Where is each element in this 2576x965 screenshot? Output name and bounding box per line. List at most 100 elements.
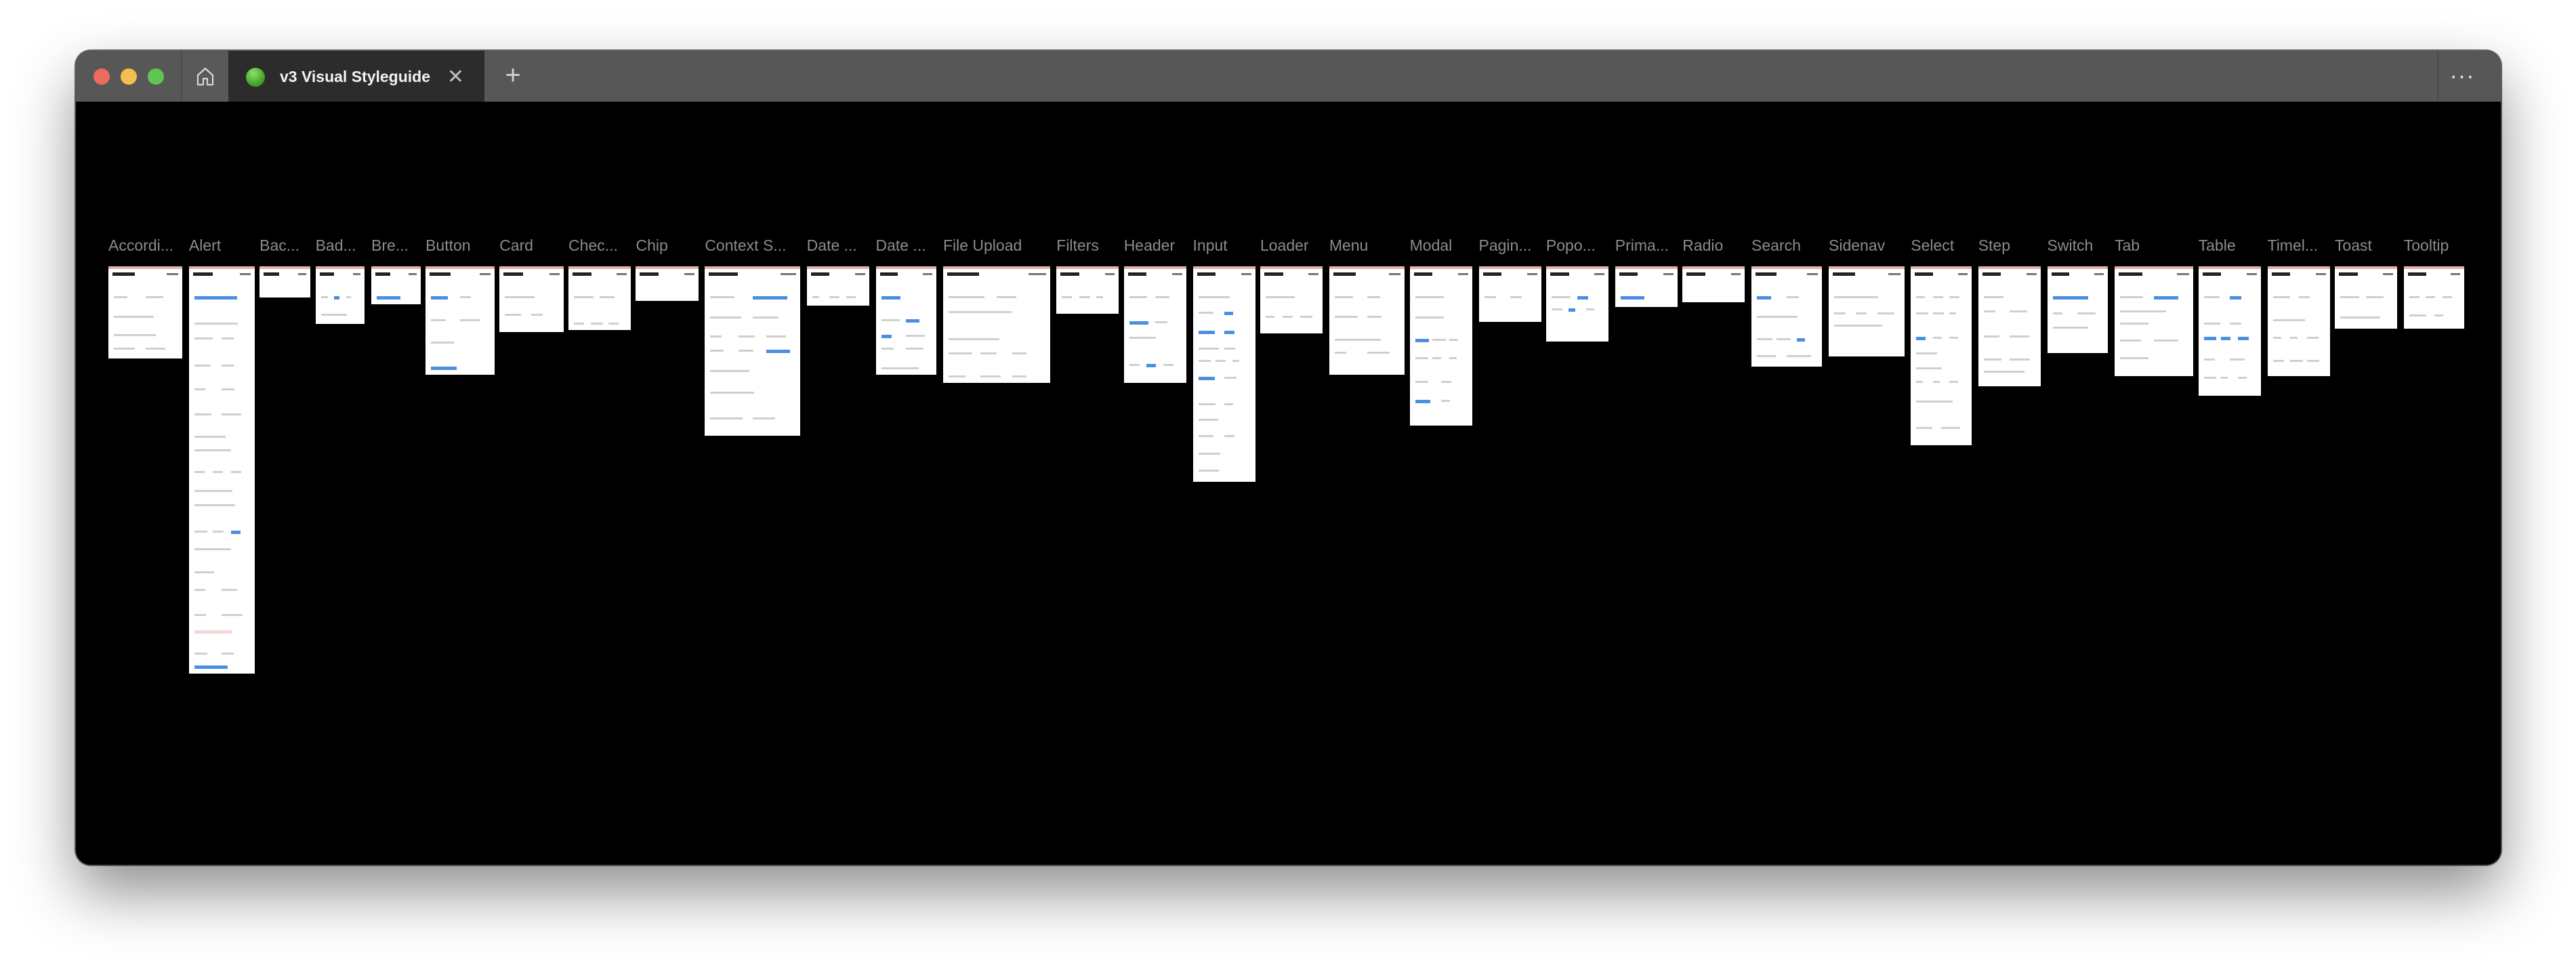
frame-label-radio[interactable]: Radio	[1682, 236, 1724, 254]
frame-label-sidenav[interactable]: Sidenav	[1829, 236, 1886, 254]
component-frame-header[interactable]	[1123, 266, 1186, 384]
component-frame-select[interactable]	[1911, 266, 1972, 446]
component-frame-chec[interactable]	[568, 266, 631, 331]
component-frame-context-s[interactable]	[705, 266, 800, 436]
frame-content-line	[2009, 335, 2029, 337]
frame-label-header[interactable]: Header	[1123, 236, 1176, 254]
frame-label-menu[interactable]: Menu	[1329, 236, 1369, 254]
frame-label-chec[interactable]: Chec...	[568, 236, 618, 254]
component-frame-date[interactable]	[806, 266, 869, 306]
component-frame-card[interactable]	[499, 266, 564, 332]
frame-meta	[2176, 272, 2190, 275]
frame-content-line	[1415, 400, 1431, 404]
frame-label-switch[interactable]: Switch	[2047, 236, 2094, 254]
home-button[interactable]	[181, 51, 230, 102]
frame-label-search[interactable]: Search	[1751, 236, 1801, 254]
component-frame-filters[interactable]	[1056, 266, 1119, 314]
component-frame-prima[interactable]	[1615, 266, 1678, 308]
component-frame-bac[interactable]	[259, 266, 311, 297]
component-frame-timel[interactable]	[2267, 266, 2330, 377]
component-frame-pagin[interactable]	[1478, 266, 1541, 323]
frame-content-line	[881, 335, 892, 339]
frame-label-chip[interactable]: Chip	[636, 236, 668, 254]
component-frame-file-upload[interactable]	[942, 266, 1050, 384]
frame-label-prima[interactable]: Prima...	[1615, 236, 1669, 254]
component-frame-tooltip[interactable]	[2403, 266, 2465, 329]
frame-label-card[interactable]: Card	[499, 236, 534, 254]
maximize-window-button[interactable]	[148, 68, 164, 85]
frame-heading	[1333, 272, 1356, 276]
frame-meta	[1594, 272, 1605, 275]
frame-content-line	[766, 335, 786, 337]
frame-label-alert[interactable]: Alert	[188, 236, 222, 254]
component-frame-table[interactable]	[2198, 266, 2261, 396]
component-frame-date[interactable]	[875, 266, 937, 375]
frame-label-date[interactable]: Date ...	[875, 236, 926, 254]
frame-label-popo[interactable]: Popo...	[1545, 236, 1596, 254]
frame-heading	[1060, 272, 1079, 276]
frame-content-line	[1432, 339, 1446, 342]
design-canvas[interactable]: Accordi... Alert Bac... Bad... Bre... Button C…	[76, 102, 2501, 865]
window-controls	[94, 68, 164, 85]
frame-content-line	[1062, 295, 1073, 298]
frame-content-line	[1796, 337, 1806, 342]
component-frame-tab[interactable]	[2114, 266, 2194, 377]
component-frame-toast[interactable]	[2334, 266, 2398, 329]
frame-content-line	[194, 530, 207, 533]
minimize-window-button[interactable]	[121, 68, 137, 85]
component-frame-modal[interactable]	[1409, 266, 1472, 426]
component-frame-loader[interactable]	[1260, 266, 1323, 334]
frame-label-modal[interactable]: Modal	[1409, 236, 1453, 254]
component-frame-bre[interactable]	[371, 266, 421, 304]
frame-label-date[interactable]: Date ...	[806, 236, 857, 254]
frame-meta	[1172, 272, 1182, 275]
frame-label-accordi[interactable]: Accordi...	[108, 236, 173, 254]
component-frame-accordi[interactable]	[108, 266, 183, 358]
frame-label-input[interactable]: Input	[1192, 236, 1228, 254]
frame-content-line	[1367, 295, 1381, 298]
component-frame-search[interactable]	[1751, 266, 1823, 367]
close-icon[interactable]: ✕	[446, 65, 464, 88]
frame-content-line	[2203, 295, 2220, 298]
frame-label-bre[interactable]: Bre...	[371, 236, 409, 254]
frame-label-bac[interactable]: Bac...	[259, 236, 299, 254]
component-frame-menu[interactable]	[1329, 266, 1405, 375]
frame-heading	[375, 272, 390, 276]
frame-content-line	[1551, 295, 1571, 298]
frame-content-line	[2203, 322, 2221, 325]
component-frame-button[interactable]	[425, 266, 495, 375]
frame-content-line	[1012, 375, 1026, 377]
new-tab-button[interactable]: +	[505, 60, 521, 90]
frame-label-step[interactable]: Step	[1978, 236, 2011, 254]
component-frame-alert[interactable]	[188, 266, 255, 674]
more-options-button[interactable]: ···	[2437, 51, 2486, 102]
component-frame-bad[interactable]	[315, 266, 365, 324]
component-frame-switch[interactable]	[2047, 266, 2108, 354]
frame-label-tooltip[interactable]: Tooltip	[2403, 236, 2449, 254]
frame-label-loader[interactable]: Loader	[1260, 236, 1309, 254]
frame-label-bad[interactable]: Bad...	[315, 236, 356, 254]
component-frame-popo[interactable]	[1545, 266, 1609, 342]
tab-v3-visual-styleguide[interactable]: v3 Visual Styleguide ✕	[228, 51, 484, 103]
frame-content-line	[114, 295, 127, 298]
component-frame-input[interactable]	[1192, 266, 1255, 482]
frame-label-pagin[interactable]: Pagin...	[1478, 236, 1532, 254]
frame-label-file-upload[interactable]: File Upload	[942, 236, 1022, 254]
component-frame-step[interactable]	[1978, 266, 2041, 386]
frame-label-toast[interactable]: Toast	[2334, 236, 2372, 254]
frame-content-line	[1224, 348, 1236, 350]
frame-content-line	[1440, 400, 1451, 403]
frame-label-tab[interactable]: Tab	[2114, 236, 2140, 254]
component-frame-sidenav[interactable]	[1829, 266, 1905, 357]
close-window-button[interactable]	[94, 68, 110, 85]
component-frame-chip[interactable]	[636, 266, 699, 301]
frame-label-context-s[interactable]: Context S...	[705, 236, 787, 254]
component-frame-radio[interactable]	[1682, 266, 1745, 303]
frame-label-timel[interactable]: Timel...	[2267, 236, 2319, 254]
frame-label-table[interactable]: Table	[2198, 236, 2236, 254]
frame-label-select[interactable]: Select	[1911, 236, 1955, 254]
frame-label-button[interactable]: Button	[425, 236, 471, 254]
frame-content-line	[2426, 295, 2435, 298]
frame-label-filters[interactable]: Filters	[1056, 236, 1099, 254]
frame-content-line	[1224, 331, 1234, 335]
